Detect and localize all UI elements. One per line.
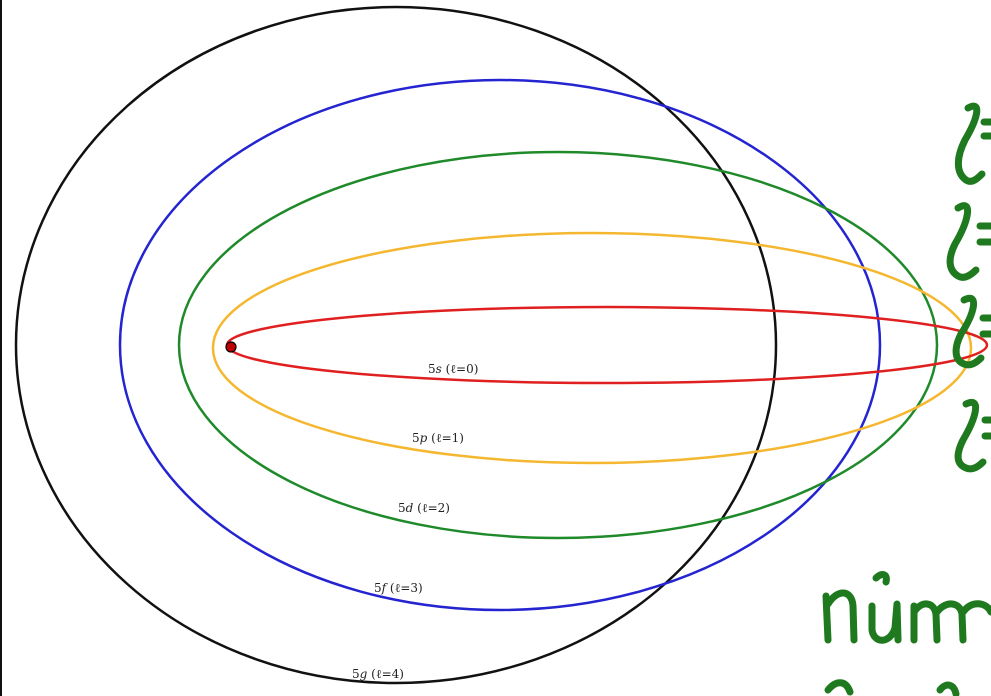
handwritten-ell-3 — [952, 294, 985, 369]
orbit-5f — [118, 78, 882, 612]
handwritten-ell-1 — [954, 102, 986, 185]
orbit-5d — [177, 150, 939, 540]
orbit-label-5d: 5d (ℓ=2) — [398, 501, 450, 515]
handwritten-equals-2 — [976, 222, 991, 246]
orbit-5s — [225, 305, 989, 385]
handwritten-equals-3 — [979, 314, 991, 338]
handwritten-equals-4 — [981, 416, 991, 440]
left-border — [0, 0, 2, 696]
handwritten-equals-1 — [980, 118, 991, 140]
handwritten-annotations — [822, 102, 991, 696]
handwritten-word-num — [822, 571, 991, 644]
handwritten-ell-4 — [954, 398, 987, 473]
orbit-label-5p: 5p (ℓ=1) — [412, 431, 464, 445]
orbit-label-5s: 5s (ℓ=0) — [428, 362, 478, 376]
handwritten-ell-2 — [946, 202, 980, 281]
orbit-5g — [14, 5, 778, 685]
nucleus — [225, 341, 237, 353]
handwritten-partial-bottom — [824, 679, 960, 696]
orbit-label-5g: 5g (ℓ=4) — [352, 667, 404, 681]
orbit-5p — [211, 231, 973, 465]
orbit-label-5f: 5f (ℓ=3) — [374, 581, 423, 595]
